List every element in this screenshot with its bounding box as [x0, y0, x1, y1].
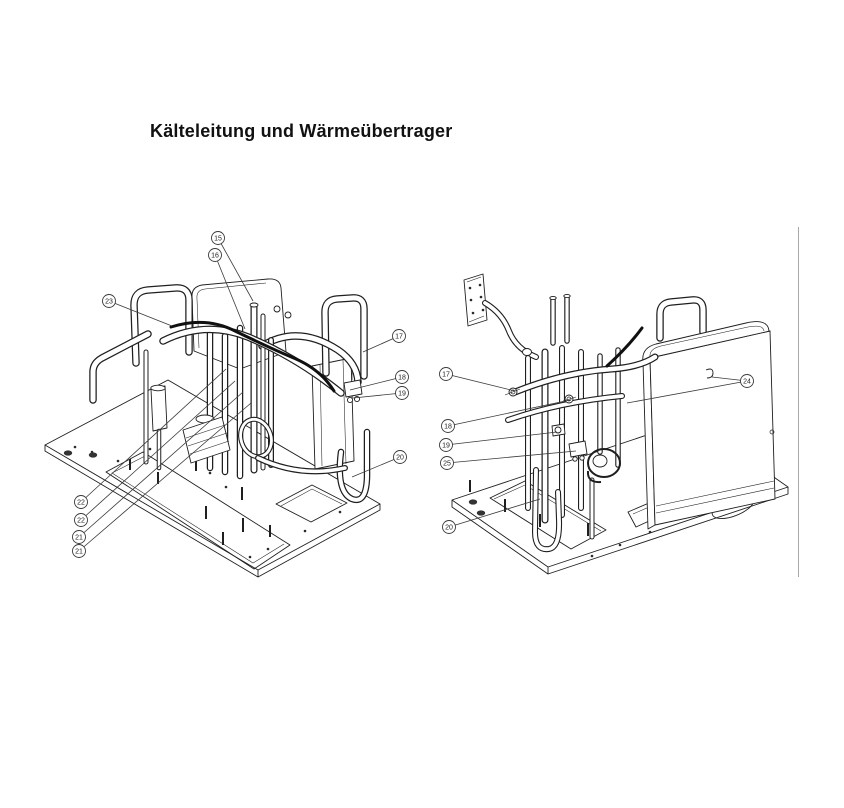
callout-label: 21 — [75, 535, 83, 542]
left-insulated-hose — [169, 320, 336, 393]
leader-line — [352, 392, 403, 399]
right-heat-exchanger — [642, 321, 776, 530]
leader-line — [349, 376, 403, 391]
callout-circle — [74, 513, 88, 527]
callout-21: 21 — [72, 402, 252, 558]
leader-line — [626, 380, 748, 404]
callout-circle — [442, 520, 456, 534]
callout-circle — [102, 294, 116, 308]
callout-label: 20 — [445, 525, 453, 532]
callout-label: 20 — [396, 455, 404, 462]
callout-layer: 15 16 23 17 18 19 20 22 22 21 21 17 18 19 25 20 24 — [72, 231, 754, 558]
leader-line — [78, 402, 252, 552]
callout-20: 20 — [442, 498, 541, 534]
leader-line — [351, 456, 401, 478]
callout-circle — [441, 419, 455, 433]
right-unit-drawing — [451, 273, 789, 575]
right-valves-fittings — [504, 387, 588, 462]
callout-label: 19 — [398, 391, 406, 398]
callout-19: 19 — [439, 431, 558, 452]
left-handle-pipes — [89, 284, 368, 404]
callout-22: 22 — [74, 368, 227, 509]
callout-23: 23 — [102, 294, 173, 327]
callout-label: 18 — [398, 375, 406, 382]
callout-label: 17 — [442, 372, 450, 379]
leader-line — [214, 254, 246, 330]
callout-circle — [395, 386, 409, 400]
left-base-plate — [44, 379, 381, 578]
leader-line — [78, 391, 244, 538]
callout-18: 18 — [441, 399, 571, 433]
callout-circle — [392, 329, 406, 343]
callout-circle — [439, 367, 453, 381]
callout-17: 17 — [439, 367, 516, 392]
leader-line — [217, 237, 254, 302]
callout-label: 25 — [443, 461, 451, 468]
left-valve-block — [343, 373, 363, 404]
callout-label: 21 — [75, 549, 83, 556]
leader-line — [445, 373, 516, 392]
callout-label: 15 — [214, 236, 222, 243]
callout-circle — [211, 231, 225, 245]
leader-line — [80, 380, 236, 521]
leader-line — [108, 300, 173, 327]
callout-22: 22 — [74, 380, 236, 527]
callout-label: 23 — [105, 299, 113, 306]
left-pipe-loop — [238, 416, 274, 460]
callout-circle — [395, 370, 409, 384]
callout-circle — [393, 450, 407, 464]
callout-label: 18 — [444, 424, 452, 431]
callout-label: 24 — [743, 379, 751, 386]
left-unit-drawing — [44, 278, 381, 578]
callout-label: 16 — [211, 253, 219, 260]
callout-circle — [72, 530, 86, 544]
callout-17: 17 — [362, 329, 406, 353]
callout-label: 22 — [77, 500, 85, 507]
callout-16: 16 — [208, 248, 246, 330]
callout-circle — [439, 438, 453, 452]
callout-21: 21 — [72, 391, 244, 544]
leader-line — [80, 368, 227, 503]
callout-circle — [440, 456, 454, 470]
callout-circle — [740, 374, 754, 388]
leader-line — [445, 431, 558, 446]
callout-circle — [74, 495, 88, 509]
callout-19: 19 — [352, 386, 409, 400]
right-pump-volute — [586, 448, 621, 484]
callout-label: 19 — [442, 443, 450, 450]
callout-20: 20 — [351, 450, 407, 478]
right-piping — [482, 293, 659, 553]
callout-24: 24 — [626, 374, 754, 404]
leader-line — [448, 498, 541, 528]
callout-15: 15 — [211, 231, 254, 302]
leader-line — [446, 450, 577, 464]
leader-line — [447, 399, 571, 427]
callout-circle — [72, 544, 86, 558]
left-service-pipe — [255, 428, 371, 504]
callout-label: 17 — [395, 334, 403, 341]
callout-label: 22 — [77, 518, 85, 525]
callout-25: 25 — [440, 450, 577, 470]
right-insulated-hose — [605, 326, 644, 368]
callout-circle — [208, 248, 222, 262]
callout-18: 18 — [349, 370, 409, 391]
page-title: Kälteleitung und Wärmeübertrager — [150, 121, 453, 141]
hanger-hook — [705, 368, 714, 379]
right-mounting-panel — [463, 273, 488, 327]
right-handle-pipe — [656, 296, 707, 342]
